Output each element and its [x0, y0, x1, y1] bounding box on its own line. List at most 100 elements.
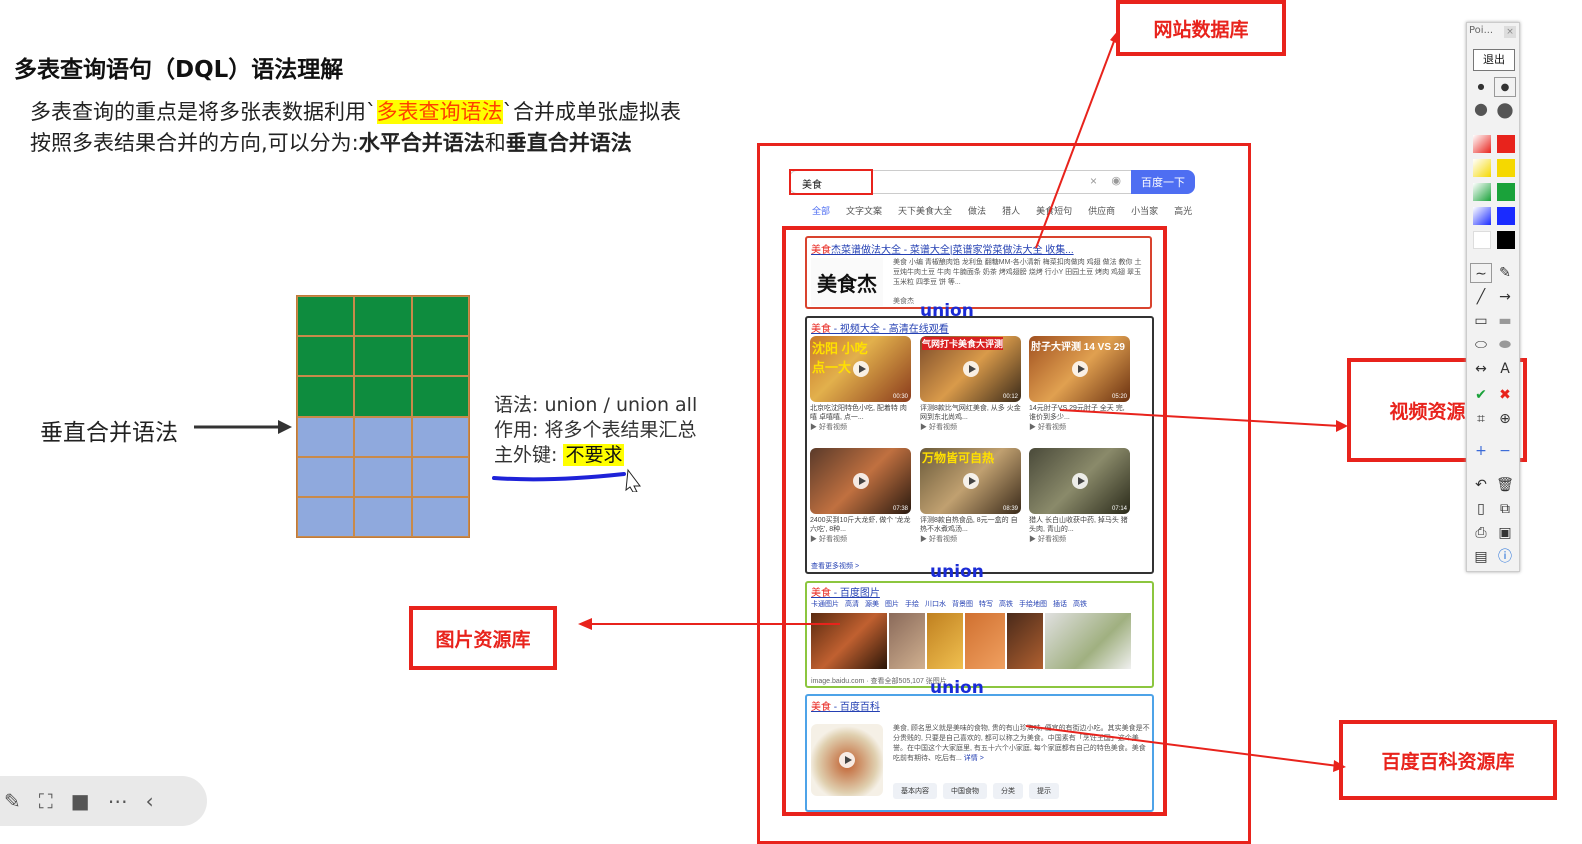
result-baike-title[interactable]: 美食 - 百度百科	[811, 698, 880, 713]
undo-icon[interactable]: ↶	[1475, 477, 1487, 493]
image-tag[interactable]: 手绘	[905, 601, 919, 608]
image-more-link[interactable]: 查看全部505,107 张图片	[870, 678, 947, 685]
image-tag[interactable]: 背景图	[952, 601, 973, 608]
search-button[interactable]: 百度一下	[1131, 170, 1195, 194]
tab-5[interactable]: 美食短句	[1036, 206, 1073, 216]
baike-tag[interactable]: 中国食物	[943, 783, 987, 799]
green-swatch[interactable]	[1497, 183, 1515, 201]
freehand-icon[interactable]: ∼	[1470, 263, 1492, 283]
baike-image[interactable]	[811, 724, 883, 796]
check-icon[interactable]: ✔	[1475, 387, 1487, 403]
large-dot-icon[interactable]: ●	[1474, 99, 1488, 118]
image-tag[interactable]: 手绘地图	[1019, 601, 1047, 608]
tab-all[interactable]: 全部	[812, 206, 831, 216]
crop-icon[interactable]: ⌗	[1477, 411, 1485, 427]
yellow-swatch[interactable]	[1497, 159, 1515, 177]
baike-tag[interactable]: 基本内容	[893, 783, 937, 799]
video-thumbnail[interactable]: 07:38	[810, 448, 911, 514]
minus-icon[interactable]: −	[1499, 443, 1511, 459]
food-image[interactable]	[889, 613, 925, 669]
play-icon[interactable]	[962, 361, 979, 377]
play-icon[interactable]	[852, 473, 869, 489]
food-image[interactable]	[1045, 613, 1131, 669]
image-tag[interactable]: 卡通图片	[811, 601, 839, 608]
red-swatch[interactable]	[1497, 135, 1515, 153]
image-tag[interactable]: 图片	[885, 601, 899, 608]
screenshot-icon[interactable]: ⛶	[38, 789, 53, 813]
play-icon[interactable]	[962, 473, 979, 489]
camera-search-icon[interactable]: ◉	[1111, 175, 1121, 187]
food-image[interactable]	[965, 613, 1005, 669]
collapse-icon[interactable]: ‹	[145, 789, 154, 813]
cross-icon[interactable]: ✖	[1499, 387, 1511, 403]
image-tag[interactable]: 特写	[979, 601, 993, 608]
screen-icon[interactable]: ▤	[1474, 549, 1488, 565]
toolbar-close-icon[interactable]: ×	[1504, 26, 1516, 38]
image-tag[interactable]: 高清	[845, 601, 859, 608]
image-tag[interactable]: 插话	[1053, 601, 1067, 608]
black-swatch[interactable]	[1497, 231, 1515, 249]
image-tag[interactable]: 高铁	[999, 601, 1013, 608]
play-icon[interactable]	[839, 752, 855, 768]
red-light-swatch[interactable]	[1473, 135, 1491, 153]
tab-6[interactable]: 供应商	[1088, 206, 1116, 216]
exit-button[interactable]: 退出	[1473, 49, 1515, 71]
baike-more-link[interactable]: 详情 >	[963, 755, 984, 762]
ellipse-icon[interactable]: ⬭	[1475, 337, 1487, 353]
blue-swatch[interactable]	[1497, 207, 1515, 225]
double-arrow-icon[interactable]: ↔	[1475, 361, 1487, 377]
zoom-icon[interactable]: ⊕	[1499, 411, 1511, 427]
play-icon[interactable]	[1071, 361, 1088, 377]
result-images-title[interactable]: 美食 - 百度图片	[811, 584, 880, 599]
video-card[interactable]: 07:38 2400买到10斤大龙虾, 做个 '龙龙六吃', 8种... ▶ 好…	[810, 448, 911, 544]
xlarge-dot-icon[interactable]: ●	[1496, 97, 1514, 121]
save-icon[interactable]: ▣	[1498, 525, 1512, 541]
medium-dot-icon[interactable]: ●	[1494, 77, 1516, 97]
filled-ellipse-icon[interactable]: ⬬	[1499, 337, 1511, 353]
tab-4[interactable]: 猎人	[1002, 206, 1021, 216]
result-videos-title[interactable]: 美食 - 视频大全 - 高清在线观看	[811, 320, 949, 335]
trash-icon[interactable]: 🗑	[1496, 477, 1514, 493]
image-tag[interactable]: 川口水	[925, 601, 946, 608]
yellow-light-swatch[interactable]	[1473, 159, 1491, 177]
info-icon[interactable]: ⓘ	[1498, 549, 1512, 565]
eraser-icon[interactable]: ✎	[1499, 265, 1511, 281]
line-icon[interactable]: ╱	[1476, 289, 1486, 305]
rectangle-icon[interactable]: ▭	[1474, 313, 1488, 329]
camera-icon[interactable]: ■	[70, 789, 90, 813]
baike-tag[interactable]: 提示	[1029, 783, 1059, 799]
plus-icon[interactable]: +	[1475, 443, 1487, 459]
filled-rectangle-icon[interactable]: ▬	[1498, 313, 1512, 329]
new-page-icon[interactable]: ▯	[1477, 501, 1485, 517]
food-image[interactable]	[811, 613, 887, 669]
image-tag[interactable]: 源美	[865, 601, 879, 608]
more-videos-link[interactable]: 查看更多视频 >	[811, 563, 860, 570]
print-icon[interactable]: ⎙	[1475, 525, 1487, 541]
food-image[interactable]	[1007, 613, 1043, 669]
small-dot-icon[interactable]: ●	[1477, 82, 1485, 91]
tab-7[interactable]: 小当家	[1131, 206, 1159, 216]
image-tag[interactable]: 高铁	[1073, 601, 1087, 608]
video-card[interactable]: 07:14 猎人 长白山收获中药, 掉马头 猪头肉, 青山的... ▶ 好看视频	[1029, 448, 1130, 544]
tab-1[interactable]: 文字文案	[846, 206, 883, 216]
pencil-icon[interactable]: ✎	[4, 789, 21, 813]
green-light-swatch[interactable]	[1473, 183, 1491, 201]
tab-8[interactable]: 高光	[1174, 206, 1193, 216]
baike-tag[interactable]: 分类	[993, 783, 1023, 799]
tab-3[interactable]: 做法	[968, 206, 987, 216]
text-icon[interactable]: A	[1500, 361, 1510, 377]
result-website-title[interactable]: 美食杰菜谱做法大全 - 菜谱大全|菜谱家常菜做法大全 收集...	[811, 241, 1149, 256]
clear-icon[interactable]: ×	[1089, 174, 1097, 188]
more-icon[interactable]: ⋯	[107, 789, 128, 813]
blue-light-swatch[interactable]	[1473, 207, 1491, 225]
white-swatch[interactable]	[1473, 231, 1491, 249]
play-icon[interactable]	[1071, 473, 1088, 489]
tab-2[interactable]: 天下美食大全	[898, 206, 953, 216]
